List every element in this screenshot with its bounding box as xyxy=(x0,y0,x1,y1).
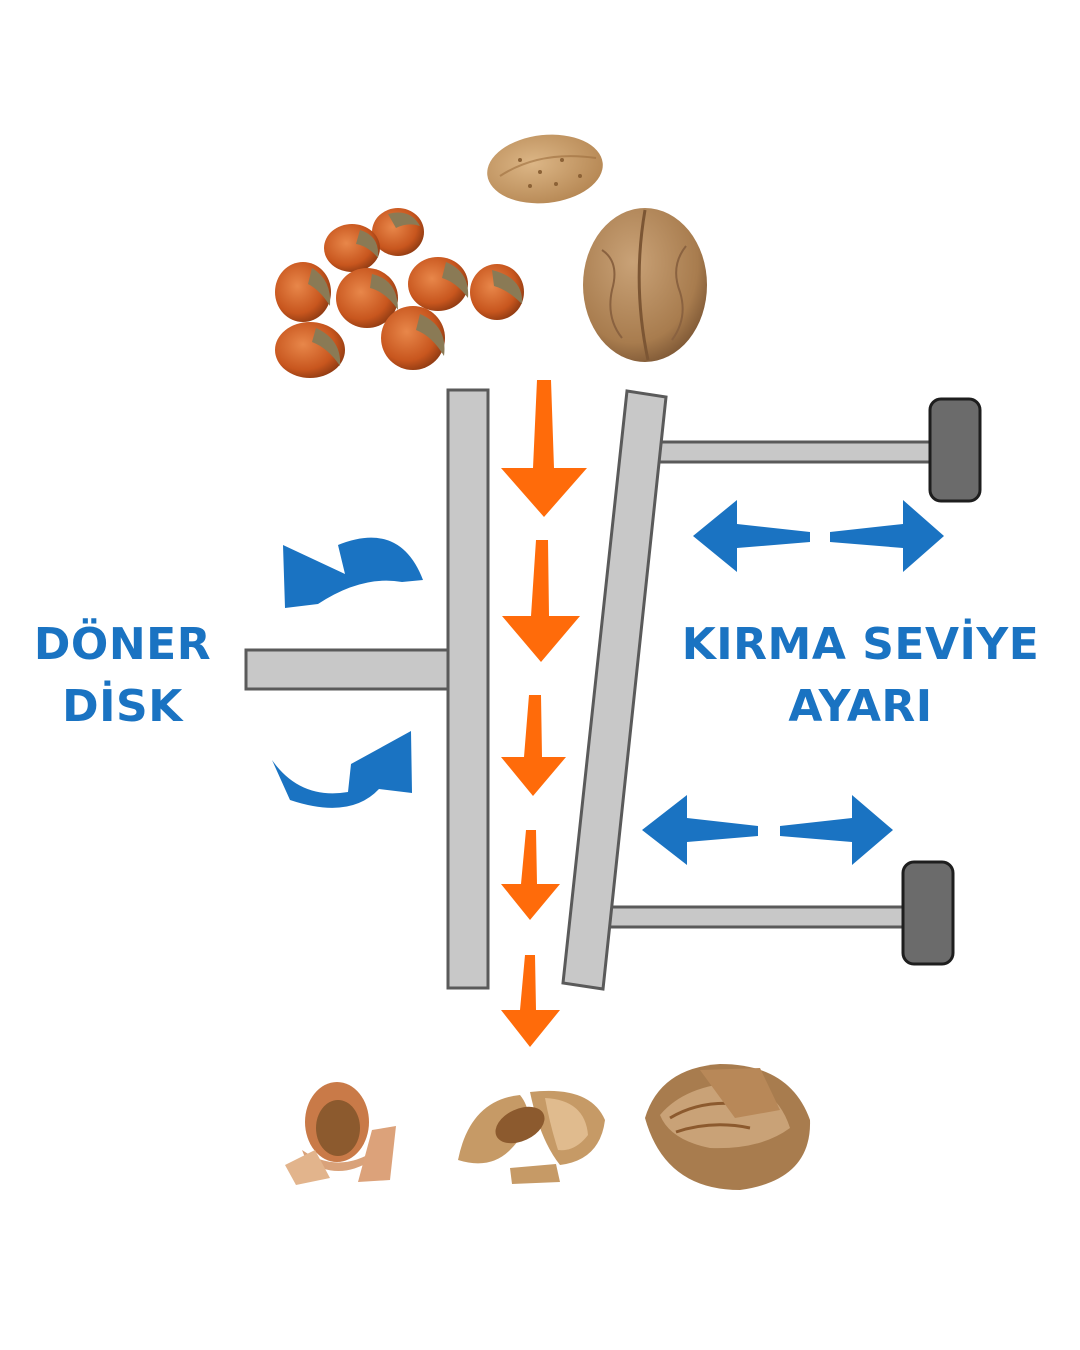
adjustment-rod-bottom xyxy=(603,860,955,966)
rotating-disk-label-line-2: DİSK xyxy=(62,681,183,732)
hazelnut-icon xyxy=(408,257,469,311)
adjustment-arrows-bottom xyxy=(642,795,893,865)
down-arrow-icon xyxy=(501,695,566,796)
adjustment-knob-bottom[interactable] xyxy=(901,860,955,966)
down-arrow-icon xyxy=(501,830,560,920)
cracked-hazelnut-icon xyxy=(285,1082,396,1185)
curved-arrow-down-icon xyxy=(272,731,412,808)
rotation-arrows xyxy=(272,537,423,808)
almond-icon xyxy=(487,134,603,204)
hazelnut-icon xyxy=(336,268,398,328)
cracked-walnut-icon xyxy=(645,1064,811,1190)
adjustment-knob-top[interactable] xyxy=(928,397,982,503)
right-arrow-icon xyxy=(830,500,944,572)
hazelnut-icon xyxy=(275,262,331,322)
cracked-almond-icon xyxy=(458,1090,605,1184)
adjustment-arrows-top xyxy=(693,500,944,572)
crush-level-label-line-2: AYARI xyxy=(788,681,933,732)
right-arrow-icon xyxy=(780,795,893,865)
hazelnut-cluster-icon xyxy=(275,208,524,378)
adjustment-rod-top xyxy=(657,397,982,503)
flow-arrows xyxy=(501,380,587,1047)
hazelnut-icon xyxy=(324,224,380,272)
rotating-disk-label: DÖNER DİSK xyxy=(20,614,225,738)
hazelnut-icon xyxy=(372,208,424,256)
left-arrow-icon xyxy=(693,500,810,572)
hazelnut-icon xyxy=(470,264,524,320)
rotating-disk-shaft xyxy=(244,648,450,691)
crush-level-adjustment-label: KIRMA SEVİYE AYARI xyxy=(668,614,1053,738)
down-arrow-icon xyxy=(501,955,560,1047)
down-arrow-icon xyxy=(501,380,587,517)
crush-level-label-line-1: KIRMA SEVİYE xyxy=(681,619,1040,670)
hazelnut-icon xyxy=(381,306,445,370)
walnut-icon xyxy=(583,208,707,362)
rotating-disk-label-line-1: DÖNER xyxy=(33,619,212,670)
down-arrow-icon xyxy=(502,540,580,662)
curved-arrow-up-icon xyxy=(283,537,423,608)
left-arrow-icon xyxy=(642,795,758,865)
rotating-disk-plate xyxy=(446,388,490,990)
fixed-crushing-plate xyxy=(561,389,668,991)
hazelnut-icon xyxy=(275,322,345,378)
